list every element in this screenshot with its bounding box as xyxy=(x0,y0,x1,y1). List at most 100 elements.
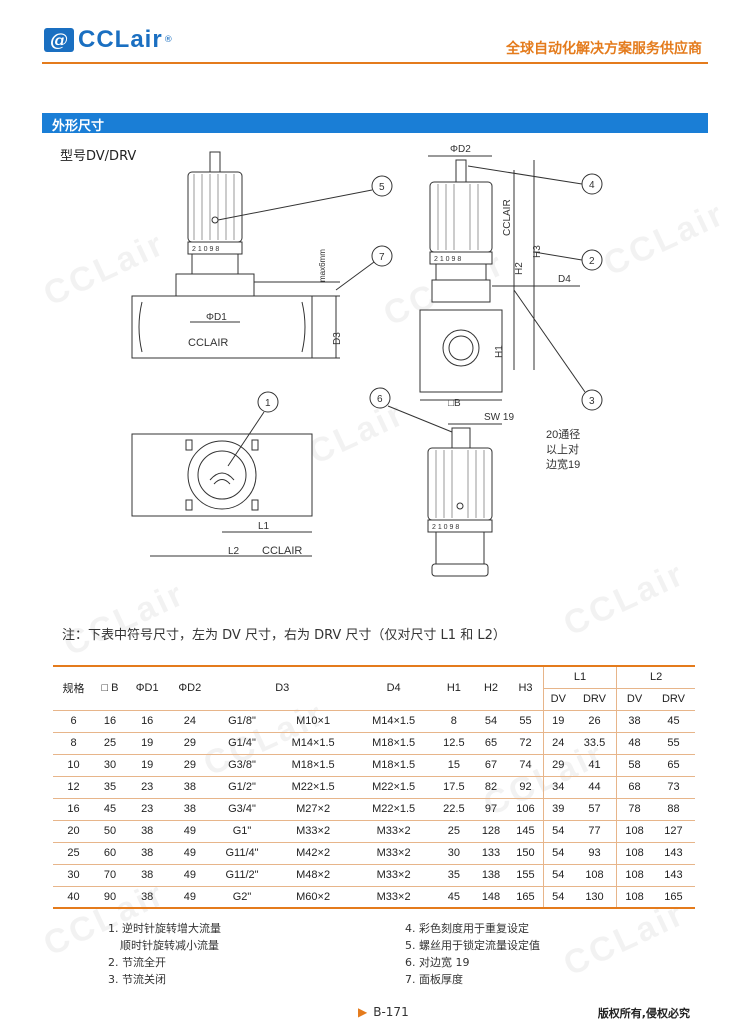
table-cell: 60 xyxy=(94,842,126,865)
table-cell: 38 xyxy=(125,864,169,887)
side-scale-text: 2 1 0 9 8 xyxy=(434,256,461,263)
table-cell: 65 xyxy=(651,754,695,777)
table-cell: 49 xyxy=(168,886,212,909)
table-cell: 74 xyxy=(508,754,544,777)
section-bar xyxy=(42,113,708,133)
sub-header: DRV xyxy=(651,688,695,711)
registered-mark: ® xyxy=(163,35,173,45)
table-cell: 93 xyxy=(572,842,617,865)
col-header: H2 xyxy=(473,665,509,711)
table-cell: M22×1.5 xyxy=(353,798,434,821)
table-cell: 165 xyxy=(508,886,544,909)
table-cell: 35 xyxy=(94,776,126,799)
page-number-text: B-171 xyxy=(373,1005,409,1019)
table-cell: 19 xyxy=(125,754,169,777)
dim-h2: H2 xyxy=(514,262,525,275)
col-header: L2 xyxy=(616,665,695,689)
table-cell: 127 xyxy=(651,820,695,843)
table-cell: 24 xyxy=(168,710,212,733)
table-cell: 30 xyxy=(53,864,95,887)
dim-l2: L2 xyxy=(228,546,240,557)
table-cell: 155 xyxy=(508,864,544,887)
callout-6: 6 xyxy=(377,394,383,405)
table-cell: M18×1.5 xyxy=(272,754,354,777)
dimension-drawing: 2 1 0 9 8 CCLAIR ΦD1 D3 max6mm 5 7 xyxy=(131,144,603,577)
table-cell: 40 xyxy=(53,886,95,909)
table-cell: 15 xyxy=(433,754,474,777)
table-cell: 92 xyxy=(508,776,544,799)
table-cell: 54 xyxy=(542,886,573,909)
table-cell: 88 xyxy=(651,798,695,821)
copyright: 版权所有,侵权必究 xyxy=(597,1007,690,1020)
table-cell: 38 xyxy=(125,842,169,865)
col-header: ΦD1 xyxy=(125,665,169,711)
col-header: □ B xyxy=(94,665,126,711)
table-cell: 97 xyxy=(473,798,509,821)
table-cell: G11/2" xyxy=(211,864,273,887)
col-header: D4 xyxy=(353,665,434,711)
table-cell: M33×2 xyxy=(272,820,354,843)
dim-l1: L1 xyxy=(258,521,270,532)
table-cell: 55 xyxy=(651,732,695,755)
table-cell: 38 xyxy=(125,820,169,843)
section-title: 外形尺寸 xyxy=(52,119,105,134)
legend-left: 1. 逆时针旋转增大流量 顺时针旋转减小流量 2. 节流全开 3. 节流关闭 xyxy=(108,920,221,988)
table-cell: M33×2 xyxy=(353,886,434,909)
table-cell: 45 xyxy=(651,710,695,733)
side-view: ΦD2 CCLAIR 2 1 0 9 8 □B H2 H3 H1 D4 4 2 xyxy=(419,144,603,411)
dim-max: max6mm xyxy=(318,249,327,282)
col-header: 规格 xyxy=(53,665,95,711)
table-cell: 38 xyxy=(125,886,169,909)
table-cell: M48×2 xyxy=(272,864,354,887)
table-cell: 33.5 xyxy=(572,732,617,755)
table-cell: 25 xyxy=(433,820,474,843)
callout-3: 3 xyxy=(589,396,595,407)
page-number: ▶B-171 xyxy=(358,1005,409,1019)
table-cell: 54 xyxy=(542,842,573,865)
legend-item: 2. 节流全开 xyxy=(108,956,166,969)
table-cell: 30 xyxy=(94,754,126,777)
table-cell: 70 xyxy=(94,864,126,887)
dim-h3: H3 xyxy=(532,245,543,258)
table-cell: 30 xyxy=(433,842,474,865)
table-cell: 138 xyxy=(473,864,509,887)
dim-h1: H1 xyxy=(494,345,505,358)
dimension-table: 规格 □ B ΦD1 ΦD2 D3 D4 H1 H2 H3 L1 L2 DV D… xyxy=(53,665,695,909)
brand-name: CCLair xyxy=(78,26,163,53)
table-cell: 68 xyxy=(616,776,652,799)
table-cell: M18×1.5 xyxy=(353,732,434,755)
table-cell: 58 xyxy=(616,754,652,777)
table-cell: G1/4" xyxy=(211,732,273,755)
table-cell: 130 xyxy=(572,886,617,909)
table-cell: 44 xyxy=(572,776,617,799)
sub-header: DV xyxy=(616,688,652,711)
sub-header: DRV xyxy=(572,688,617,711)
table-cell: 143 xyxy=(651,842,695,865)
table-cell: M22×1.5 xyxy=(272,776,354,799)
table-cell: 73 xyxy=(651,776,695,799)
callout-4: 4 xyxy=(589,180,595,191)
legend-item: 1. 逆时针旋转增大流量 xyxy=(108,922,221,935)
table-cell: 78 xyxy=(616,798,652,821)
scale-text: 2 1 0 9 8 xyxy=(192,246,219,253)
table-cell: M18×1.5 xyxy=(353,754,434,777)
col-header: H3 xyxy=(508,665,544,711)
table-cell: G1/2" xyxy=(211,776,273,799)
dim-b: □B xyxy=(448,398,461,409)
table-cell: 108 xyxy=(616,842,652,865)
callout-7: 7 xyxy=(379,252,385,263)
table-cell: M22×1.5 xyxy=(353,776,434,799)
table-cell: 25 xyxy=(94,732,126,755)
table-cell: 38 xyxy=(168,776,212,799)
table-cell: 48 xyxy=(616,732,652,755)
header-rule xyxy=(42,62,708,64)
table-cell: 145 xyxy=(508,820,544,843)
callout-2: 2 xyxy=(589,256,595,267)
side-view-sw19: 6 SW 19 2 1 0 9 8 20通径 以上对 边宽19 xyxy=(369,387,580,577)
brand-logo: @ CCLair ® xyxy=(44,26,173,54)
legend-item: 5. 螺丝用于锁定流量设定值 xyxy=(405,939,540,952)
